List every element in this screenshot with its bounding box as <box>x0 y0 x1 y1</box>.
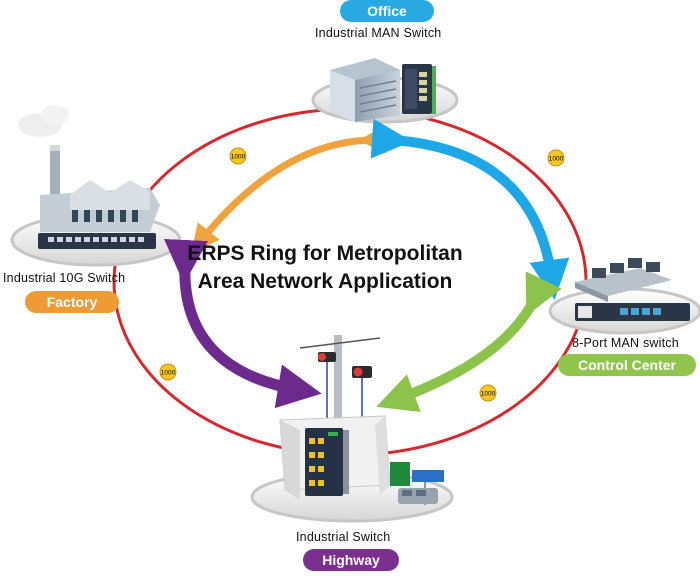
blue-double-arrow <box>370 118 570 300</box>
traffic-camera-pole-icon <box>299 335 381 430</box>
link-speed-badge: 1000 <box>229 147 247 165</box>
svg-text:1000: 1000 <box>161 370 176 377</box>
purple-double-arrow <box>164 239 322 409</box>
diagram-title: ERPS Ring for Metropolitan Area Network … <box>187 242 463 293</box>
office-building-icon <box>330 58 400 122</box>
svg-text:1000: 1000 <box>231 154 246 161</box>
factory-icon <box>18 105 160 232</box>
svg-text:1000: 1000 <box>481 391 496 398</box>
factory-site-badge: Factory <box>25 291 119 313</box>
orange-double-arrow <box>191 125 387 253</box>
8-port-man-switch-icon <box>575 303 690 321</box>
industrial-switch-icon <box>305 428 349 496</box>
link-speed-badge: 1000 <box>479 384 497 402</box>
industrial-10g-switch-icon <box>38 233 156 249</box>
link-speed-badge: 1000 <box>547 149 565 167</box>
highway-signs-icon <box>390 462 444 505</box>
highway-device-label: Industrial Switch <box>296 530 391 544</box>
factory-device-label: Industrial 10G Switch <box>3 271 126 285</box>
control-center-device-label: 8-Port MAN switch <box>572 336 679 350</box>
office-device-label: Industrial MAN Switch <box>315 26 442 40</box>
link-speed-badge: 1000 <box>159 363 177 381</box>
office-site-badge: Office <box>340 0 434 22</box>
highway-site-badge: Highway <box>303 549 399 571</box>
svg-text:1000: 1000 <box>549 156 564 163</box>
industrial-man-switch-icon <box>402 64 436 114</box>
control-center-site-badge: Control Center <box>558 354 696 376</box>
control-room-desks-icon <box>575 258 672 302</box>
green-double-arrow <box>376 271 562 412</box>
